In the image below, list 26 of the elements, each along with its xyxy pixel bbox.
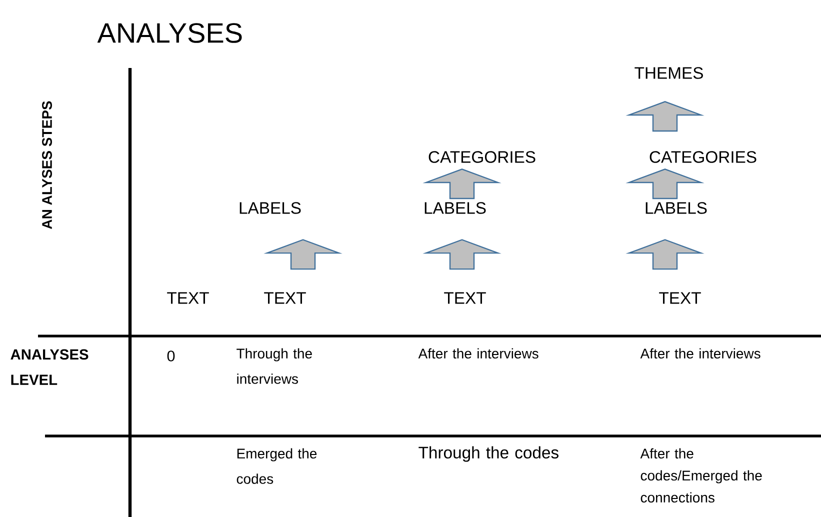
title: ANALYSES xyxy=(97,23,242,43)
block-arrow xyxy=(626,168,704,200)
table-cell: Through the interviews xyxy=(236,348,312,384)
table-cell: Through the codes xyxy=(418,446,558,462)
table-cell: After the codes/Emerged the connections xyxy=(640,448,762,503)
step-label: THEMES xyxy=(634,67,703,79)
step-label: LABELS xyxy=(646,202,707,214)
block-arrow xyxy=(626,101,704,132)
table-cell: 0 xyxy=(167,350,175,362)
step-label: TEXT xyxy=(264,292,306,304)
block-arrow xyxy=(422,168,502,200)
block-arrow xyxy=(264,239,342,270)
axis-label: AN ALYSES STEPS xyxy=(42,101,52,229)
step-label: TEXT xyxy=(659,292,701,304)
table-cell: After the interviews xyxy=(418,348,538,359)
block-arrow xyxy=(626,239,704,270)
table-cell: Emerged the codes xyxy=(236,448,317,484)
table-cell: After the interviews xyxy=(640,348,760,359)
block-arrow xyxy=(422,239,502,270)
step-label: LABELS xyxy=(424,202,486,214)
row-label: ANALYSES LEVEL xyxy=(10,349,88,385)
step-label: CATEGORIES xyxy=(428,151,536,163)
step-label: CATEGORIES xyxy=(650,151,756,163)
step-label: LABELS xyxy=(240,202,301,214)
step-label: TEXT xyxy=(167,292,209,304)
step-label: TEXT xyxy=(444,292,486,304)
